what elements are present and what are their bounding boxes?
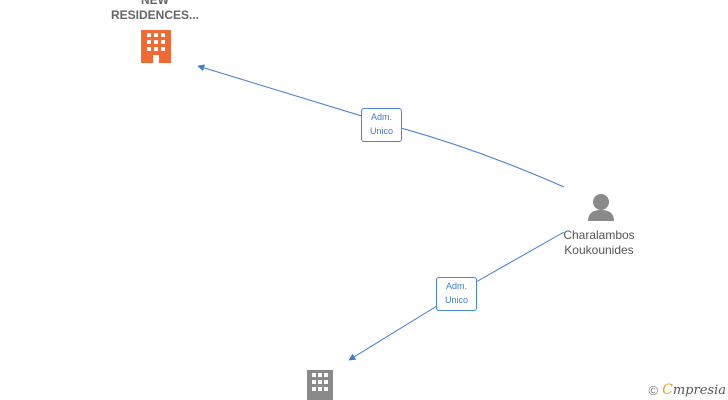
building-icon[interactable] [141, 30, 171, 63]
edge-label-bottom: Adm. Unico [436, 277, 477, 311]
brand-watermark: © Cmpresia [649, 382, 726, 398]
edge-person-to-company-top [197, 64, 565, 188]
person-name-line2: Koukounides [564, 243, 634, 257]
company-top-name-line1: NEW [141, 0, 169, 7]
edge-label-top-line1: Adm. [370, 112, 392, 122]
person-icon[interactable] [588, 194, 614, 221]
edge-label-bottom-line2: Unico [444, 295, 468, 305]
copyright-symbol: © [648, 382, 659, 398]
brand-name-rest: mpresia [672, 383, 726, 398]
company-top-name-line2: RESIDENCES... [110, 8, 200, 22]
person-name[interactable]: Charalambos Koukounides [549, 228, 649, 258]
edge-label-top-line2: Unico [369, 126, 393, 136]
company-top-name[interactable]: NEW RESIDENCES... [95, 0, 215, 23]
edge-label-bottom-line1: Adm. [445, 281, 467, 291]
edge-label-top: Adm. Unico [361, 108, 402, 142]
person-name-line1: Charalambos [563, 228, 635, 242]
brand-initial: C [662, 382, 673, 398]
building-icon[interactable] [307, 370, 333, 400]
